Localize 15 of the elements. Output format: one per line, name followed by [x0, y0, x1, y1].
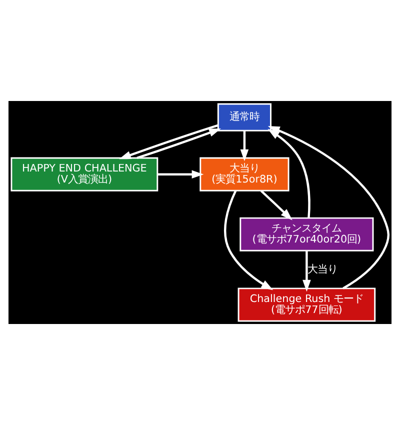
node-box: Challenge Rush モード (電サポ77回転): [238, 288, 376, 322]
edge-label: 大当り: [308, 263, 338, 276]
arrow: [136, 128, 221, 160]
arrow: [302, 250, 311, 292]
arrow: [224, 190, 274, 290]
arrow: [119, 124, 218, 160]
arrow: [268, 126, 390, 290]
node-box: チャンスタイム (電サポ77or40or20回): [240, 217, 374, 252]
node-box: HAPPY END CHALLENGE (V入賞演出): [10, 157, 158, 192]
arrow: [240, 130, 249, 162]
arrow: [260, 190, 292, 220]
node-box: 通常時: [217, 103, 272, 132]
arrow: [158, 170, 204, 178]
node-box: 大当り (実質15or8R): [200, 157, 290, 192]
arrow: [268, 128, 310, 218]
